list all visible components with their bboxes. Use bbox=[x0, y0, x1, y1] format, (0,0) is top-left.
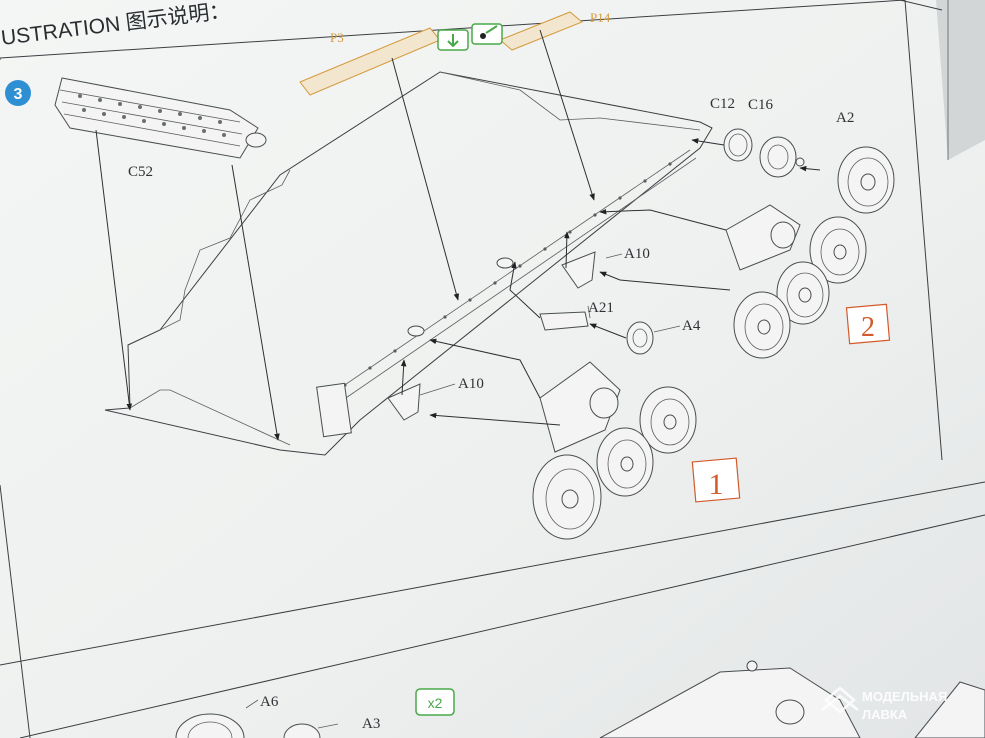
assembly-box-1: 1 bbox=[691, 457, 741, 503]
next-panel-top-border bbox=[19, 514, 985, 738]
part-a10-lower bbox=[387, 383, 421, 421]
label-a21: A21 bbox=[588, 300, 614, 316]
svg-text:x2: x2 bbox=[428, 695, 443, 711]
part-p14-photoetch bbox=[499, 11, 583, 51]
part-c52-muffler bbox=[54, 77, 267, 159]
label-c12: C12 bbox=[710, 96, 735, 112]
label-p14: P14 bbox=[590, 10, 611, 25]
label-a10-upper: A10 bbox=[624, 246, 650, 262]
part-a10-upper bbox=[561, 251, 596, 289]
panel-frame bbox=[0, 0, 943, 60]
svg-text:3: 3 bbox=[14, 86, 23, 103]
assembly-box-2: 2 bbox=[845, 303, 891, 345]
assembly-arrows bbox=[95, 29, 821, 441]
label-a2: A2 bbox=[836, 110, 854, 126]
panel-bottom-border bbox=[0, 481, 985, 666]
label-c52: C52 bbox=[128, 164, 153, 180]
part-c16 bbox=[759, 136, 805, 178]
bend-option-icon bbox=[471, 23, 503, 45]
watermark-line2: ЛАВКА bbox=[862, 707, 908, 722]
fold-option-icon bbox=[437, 29, 469, 51]
hull-side-plate bbox=[104, 71, 713, 456]
part-a2-wheel bbox=[837, 146, 895, 214]
label-a3: A3 bbox=[362, 716, 380, 732]
part-c12 bbox=[723, 128, 753, 162]
step-number-badge: 3 bbox=[5, 80, 31, 106]
bottom-panel-parts bbox=[175, 660, 985, 738]
svg-text:1: 1 bbox=[709, 468, 724, 501]
label-p3: P3 bbox=[330, 30, 344, 45]
watermark-logo-icon bbox=[821, 686, 859, 714]
suspension-assembly-1 bbox=[532, 361, 697, 540]
panel-left-border bbox=[0, 484, 31, 738]
part-a4 bbox=[626, 321, 654, 355]
panel-right-border bbox=[904, 0, 943, 461]
label-a4: A4 bbox=[682, 318, 701, 334]
watermark-line1: МОДЕЛЬНАЯ bbox=[862, 689, 947, 704]
quantity-badge-x2: x2 bbox=[415, 688, 455, 716]
suspension-assembly-2 bbox=[725, 204, 867, 359]
label-c16: C16 bbox=[748, 97, 774, 113]
label-a10-lower: A10 bbox=[458, 376, 484, 392]
label-a6: A6 bbox=[260, 694, 279, 710]
svg-text:2: 2 bbox=[861, 312, 875, 343]
part-a21 bbox=[539, 311, 589, 331]
